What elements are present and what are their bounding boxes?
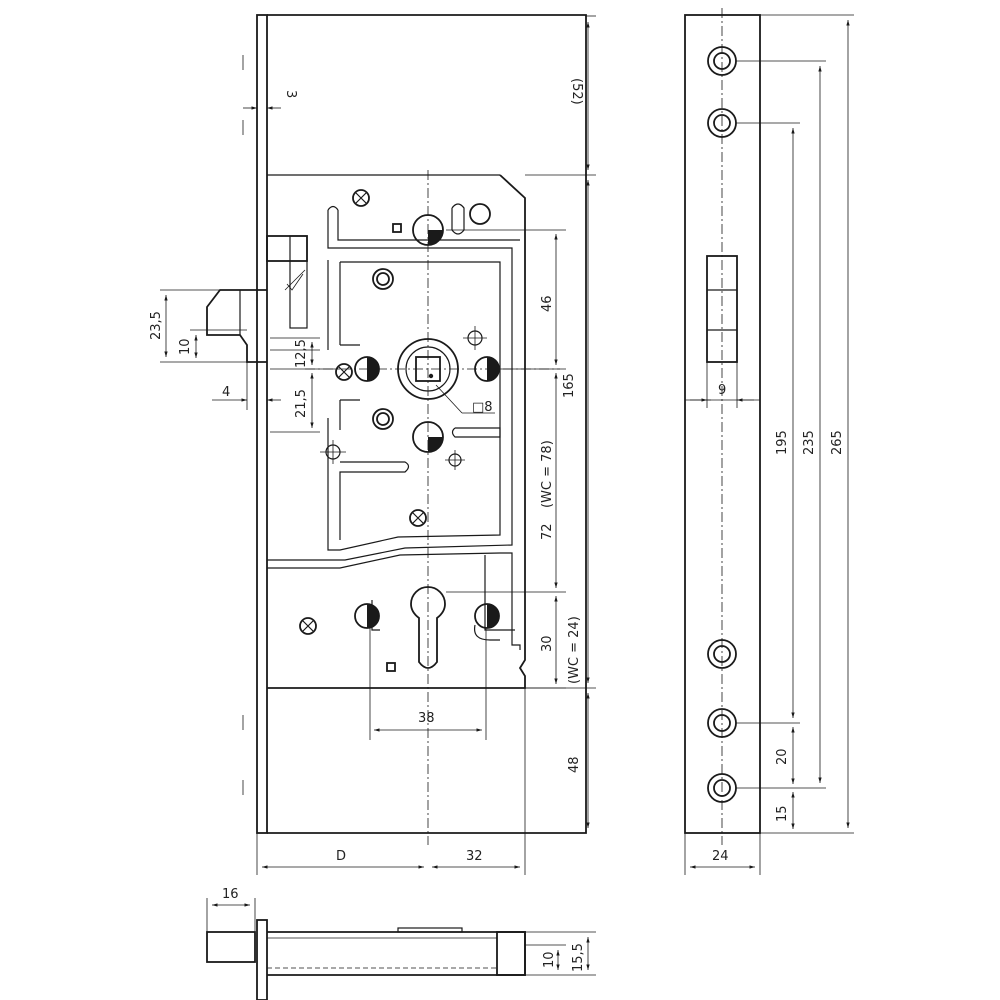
fixing-hole — [412, 214, 444, 246]
dim-spindle-square: □8 — [472, 400, 493, 415]
dim-20: 20 — [775, 748, 790, 765]
dim-265: 265 — [830, 430, 845, 455]
dim-latch-projection-depth: 23,5 — [149, 311, 164, 340]
dim-upper-spacing: 46 — [540, 295, 555, 312]
case-outline — [267, 14, 587, 834]
side-view: 9 24 195 235 265 20 15 — [684, 8, 854, 875]
case-body — [267, 174, 526, 689]
dim-195: 195 — [775, 430, 790, 455]
dim-case-depth-15-5: 15,5 — [571, 943, 586, 972]
rivet — [335, 363, 353, 381]
internal-mechanism — [267, 203, 521, 650]
fixing-hole — [354, 603, 380, 629]
dim-latch-opening-width: 9 — [718, 383, 726, 398]
dim-15: 15 — [775, 805, 790, 822]
faceplate — [256, 14, 268, 834]
faceplate-side — [684, 14, 761, 834]
fixing-hole — [474, 356, 500, 382]
dim-hole-spacing: 38 — [418, 711, 435, 726]
rivet — [299, 617, 317, 635]
dim-latch-height: 10 — [178, 338, 193, 355]
dim-wc-24: (WC = 24) — [567, 616, 582, 684]
dim-wc-78: (WC = 78) — [540, 440, 555, 508]
latch-end-view — [206, 931, 256, 963]
square-spindle-hole — [415, 356, 441, 382]
dim-32: 32 — [466, 849, 483, 864]
plain-holes — [320, 203, 491, 470]
dim-backset: D — [336, 849, 346, 864]
faceplate-bottom — [256, 919, 268, 1000]
follower-hub — [397, 338, 459, 400]
dim-12-5: 12,5 — [294, 339, 309, 368]
rivets — [299, 189, 427, 635]
rivet — [409, 509, 427, 527]
latch-bolt — [206, 235, 308, 363]
front-dimensions: 3 (52) 165 48 46 72 30 (WC = 78) (WC = 2… — [149, 15, 596, 875]
profile-cylinder-cutout — [410, 586, 446, 669]
fixing-holes — [354, 214, 500, 629]
rivet — [352, 189, 370, 207]
dim-latch-throw: 16 — [222, 887, 239, 902]
dim-body-height: 165 — [562, 373, 577, 398]
front-view: □8 — [206, 14, 587, 845]
dim-top-height: (52) — [569, 78, 584, 105]
latch-opening — [706, 255, 738, 363]
dim-21-5: 21,5 — [294, 389, 309, 418]
dim-235: 235 — [802, 430, 817, 455]
dim-latch-offset: 4 — [222, 385, 230, 400]
fixing-hole — [474, 603, 500, 629]
dim-bottom-height: 48 — [567, 756, 582, 773]
dim-case-depth-10: 10 — [542, 951, 557, 968]
fixing-hole — [354, 356, 380, 382]
dim-faceplate-thickness: 3 — [283, 90, 298, 98]
dim-centre-distance: 72 — [540, 523, 555, 540]
dim-lower-spacing: 30 — [540, 635, 555, 652]
screw-hole — [707, 639, 737, 669]
dim-faceplate-width: 24 — [712, 849, 729, 864]
bottom-view: 16 10 15,5 — [206, 887, 596, 1000]
fixing-hole — [412, 421, 444, 453]
